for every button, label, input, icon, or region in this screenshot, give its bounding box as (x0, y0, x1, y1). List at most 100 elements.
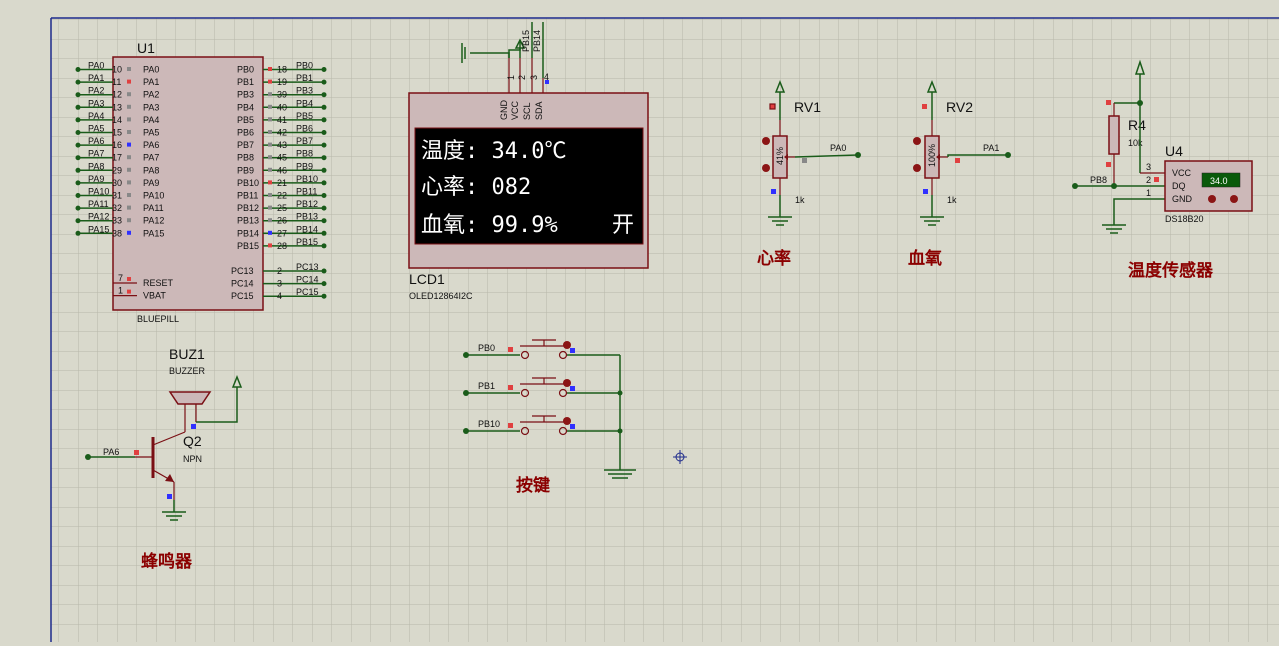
mcu-net-pa11: PA11 (88, 199, 109, 209)
mcu-pin-num: 38 (112, 228, 122, 238)
rv2[interactable]: 100% PA1 RV2 1k 血氧 (908, 79, 1011, 268)
lcd-value: OLED12864I2C (409, 291, 473, 301)
rv2-percent: 100% (927, 144, 937, 167)
mcu-net-pb5: PB5 (296, 111, 313, 121)
mcu-pin-name: PA3 (143, 102, 159, 112)
rv1-value: 1k (795, 195, 805, 205)
r4-body (1108, 115, 1120, 155)
mcu-pin-num: 12 (112, 90, 122, 100)
mcu-pin-num: 32 (112, 203, 122, 213)
mcu-pin-name: PB6 (237, 128, 254, 138)
mcu-net-pa9: PA9 (88, 174, 104, 184)
u4-display: 34.0 (1210, 176, 1228, 186)
sensor-net: PB8 (1090, 175, 1107, 185)
mcu-pin-num: 2 (277, 266, 282, 276)
mcu-pin-num: 30 (112, 178, 122, 188)
mcu-pin-num: 22 (277, 191, 287, 201)
buzzer-caption: 蜂鸣器 (141, 551, 193, 571)
mcu-net-pb12: PB12 (296, 199, 318, 209)
mcu-pin-num: 16 (112, 140, 122, 150)
mcu-pin-num: 46 (277, 165, 287, 175)
mcu-net-pb14: PB14 (296, 224, 318, 234)
mcu-pin-name: PA10 (143, 191, 164, 201)
lcd-screen (414, 127, 644, 245)
lcd-pin-vcc: VCC (510, 100, 520, 120)
mcu-pin-name: PB13 (237, 216, 259, 226)
mcu-net-pb4: PB4 (296, 98, 313, 108)
mcu-pin-name: PB15 (237, 241, 259, 251)
mcu-pin-num: 15 (112, 128, 122, 138)
mcu-pin-num: 21 (277, 178, 287, 188)
lcd-line-2: 心率: 082 (421, 175, 531, 200)
mcu-pin-name: PB0 (237, 65, 254, 75)
mcu-pin-num: 42 (277, 128, 287, 138)
mcu-pin-name: PA9 (143, 178, 159, 188)
mcu-pin-name: PA2 (143, 90, 159, 100)
mcu-net-pb3: PB3 (296, 86, 313, 96)
lcd-net-sda: PB14 (532, 30, 542, 52)
key-net-pb10: PB10 (478, 419, 500, 429)
lcd-pin-scl: SCL (522, 102, 532, 120)
mcu-net-pc13: PC13 (296, 262, 319, 272)
rv1[interactable]: 41% PA0 RV1 1k 心率 (757, 79, 861, 268)
mcu-pin-num: 14 (112, 115, 122, 125)
mcu-pin-num: 11 (112, 77, 121, 87)
buzzer[interactable]: BUZ1 BUZZER PA6 Q2 NPN 蜂鸣器 (85, 346, 243, 571)
rv2-value: 1k (947, 195, 957, 205)
mcu-pin-num: 7 (118, 273, 123, 283)
lcd-net-scl: PB15 (521, 30, 531, 52)
mcu-pin-num: 40 (277, 102, 287, 112)
mcu-net-pa7: PA7 (88, 149, 104, 159)
mcu-pin-name: RESET (143, 278, 174, 288)
lcd-line-3: 血氧: 99.9% (421, 213, 558, 238)
r4-ref: R4 (1128, 117, 1146, 133)
u4-pin-vcc: VCC (1172, 168, 1192, 178)
mcu-pin-num: 10 (112, 65, 122, 75)
mcu-net-pc14: PC14 (296, 275, 319, 285)
svg-text:4: 4 (544, 72, 549, 82)
mcu-pin-num: 41 (277, 115, 287, 125)
mcu-pin-name: PA0 (143, 65, 159, 75)
mcu-pin-num: 31 (112, 191, 122, 201)
mcu-net-pb7: PB7 (296, 136, 313, 146)
mcu-net-pa4: PA4 (88, 111, 104, 121)
mcu-pin-name: PA4 (143, 115, 159, 125)
mcu-net-pb1: PB1 (296, 73, 313, 83)
mcu-pin-name: PB14 (237, 228, 259, 238)
mcu-pin-num: 45 (277, 153, 287, 163)
buzzer-net: PA6 (103, 447, 119, 457)
svg-text:2: 2 (1146, 175, 1151, 185)
mcu-pin-name: PA5 (143, 128, 159, 138)
svg-text:3: 3 (529, 75, 539, 80)
mcu-net-pa2: PA2 (88, 86, 104, 96)
rv2-caption: 血氧 (908, 248, 942, 268)
crosshair-cursor (673, 450, 687, 464)
mcu-net-pa5: PA5 (88, 124, 104, 134)
mcu-pin-name: VBAT (143, 291, 166, 301)
mcu-pin-num: 43 (277, 140, 287, 150)
mcu-pin-num: 13 (112, 102, 122, 112)
q2-ref: Q2 (183, 433, 202, 449)
svg-text:3: 3 (1146, 162, 1151, 172)
u4-pin-gnd: GND (1172, 194, 1193, 204)
keys-caption: 按键 (516, 475, 550, 495)
temperature-sensor[interactable]: R4 10k PB8 34.0 VCC DQ GND 3 2 1 U4 DS18… (1072, 59, 1253, 280)
lcd1[interactable]: 温度: 34.0℃ 心率: 082 血氧: 99.9% 开 LCD1 OLED1… (408, 22, 649, 301)
mcu-ref: U1 (137, 40, 155, 56)
mcu-net-pa8: PA8 (88, 161, 104, 171)
mcu-net-pb10: PB10 (296, 174, 318, 184)
mcu-pin-num: 17 (112, 153, 122, 163)
mcu-pin-num: 4 (277, 291, 282, 301)
mcu-pin-num: 19 (277, 77, 287, 87)
mcu-net-pc15: PC15 (296, 287, 319, 297)
mcu-pin-name: PB8 (237, 153, 254, 163)
mcu-pin-num: 39 (277, 90, 287, 100)
lcd-pin-sda: SDA (534, 101, 544, 120)
mcu-pin-name: PA7 (143, 153, 159, 163)
mcu-pin-name: PA15 (143, 228, 164, 238)
mcu-net-pb15: PB15 (296, 237, 318, 247)
